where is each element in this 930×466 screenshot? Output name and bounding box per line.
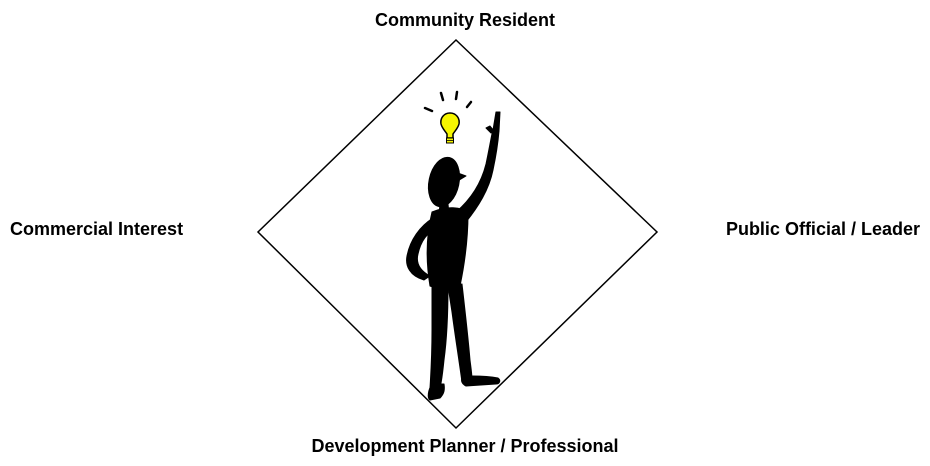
role-label-left: Commercial Interest xyxy=(10,219,184,239)
lightbulb-icon xyxy=(440,112,460,144)
role-label-top: Community Resident xyxy=(374,10,556,30)
stick-figure-idea-icon xyxy=(406,111,501,401)
role-label-bottom: Development Planner / Professional xyxy=(311,436,619,456)
role-label-right: Public Official / Leader xyxy=(725,219,920,239)
idea-rays xyxy=(423,90,473,113)
